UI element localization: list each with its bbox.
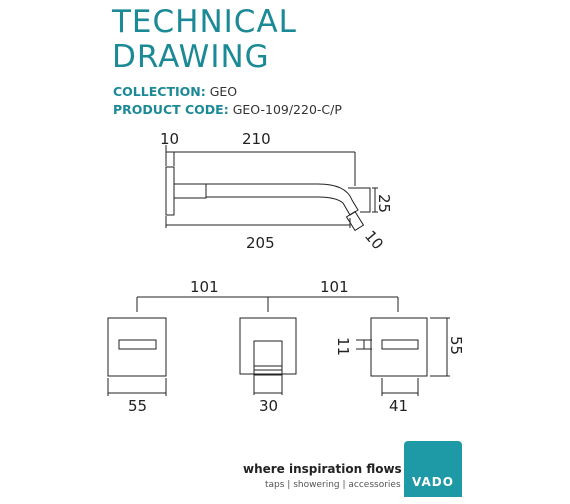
dim-center-width: 30 <box>259 397 278 415</box>
spout-collar <box>173 183 207 199</box>
right-handle-plate <box>370 317 428 377</box>
dim-spacing-left: 101 <box>190 278 219 296</box>
dim-spout-height: 25 <box>375 194 393 213</box>
spout-outlet <box>348 187 371 213</box>
dim-plate-height: 55 <box>447 336 465 355</box>
controls-front-view <box>107 296 450 396</box>
collection-value: GEO <box>209 84 238 99</box>
collection-row: COLLECTION: GEO <box>113 84 238 99</box>
dim-spacing-right: 101 <box>320 278 349 296</box>
spout-tip <box>345 210 365 232</box>
product-code-label: PRODUCT CODE: <box>113 102 229 117</box>
title-line-1: TECHNICAL <box>112 4 297 40</box>
footer-subline: taps | showering | accessories <box>265 480 401 490</box>
dim-spout-reach-bottom: 205 <box>246 234 275 252</box>
center-spout-plate <box>239 317 297 375</box>
product-code-value: GEO-109/220-C/P <box>232 102 342 117</box>
spout-side-view <box>165 145 378 232</box>
spout-body <box>206 183 359 216</box>
dim-slot-height: 11 <box>334 337 352 356</box>
logo-text: VADO <box>412 475 454 489</box>
dim-left-width: 55 <box>128 397 147 415</box>
title-line-2: DRAWING <box>112 39 270 75</box>
dim-wall-plate: 10 <box>160 130 179 148</box>
dim-spout-reach-top: 210 <box>242 130 271 148</box>
left-handle-slot <box>118 339 157 350</box>
center-spout-block <box>253 340 283 376</box>
dim-spout-tip: 10 <box>361 227 387 253</box>
dim-right-width: 41 <box>389 397 408 415</box>
footer-tagline: where inspiration flows <box>243 462 402 476</box>
collection-label: COLLECTION: <box>113 84 206 99</box>
right-handle-slot <box>381 339 419 350</box>
product-code-row: PRODUCT CODE: GEO-109/220-C/P <box>113 102 342 117</box>
left-handle-plate <box>107 317 167 377</box>
vado-logo: VADO <box>404 441 462 497</box>
wall-plate <box>165 166 175 216</box>
